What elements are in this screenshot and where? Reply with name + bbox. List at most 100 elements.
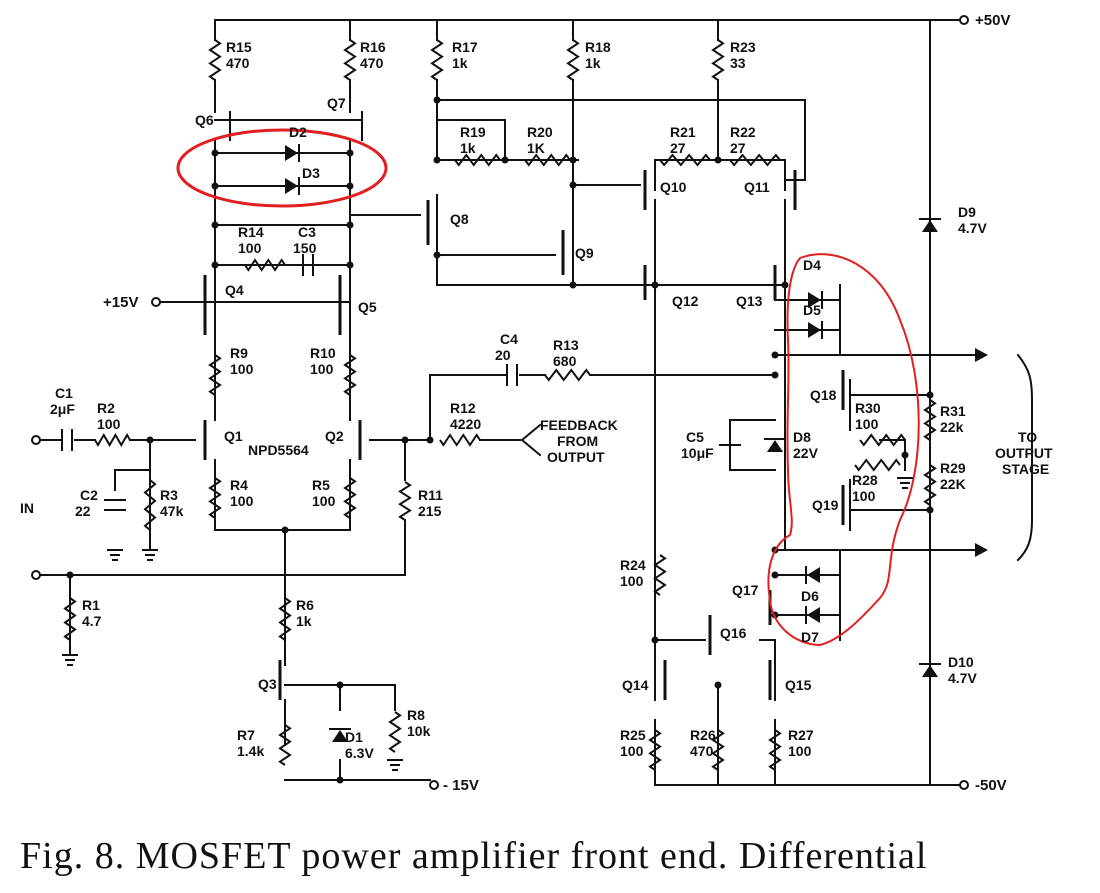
resistor-r13 bbox=[544, 368, 591, 382]
resistor-value-r12: 4220 bbox=[450, 416, 481, 432]
resistor-value-r18: 1k bbox=[585, 55, 601, 71]
diode-ref-d8: D8 bbox=[793, 429, 811, 445]
resistor-ref-r8: R8 bbox=[407, 707, 425, 723]
junction-dot bbox=[433, 251, 441, 259]
npd-label: NPD5564 bbox=[248, 442, 309, 458]
resistor-ref-r29: R29 bbox=[940, 460, 966, 476]
capacitor-value-c1: 2μF bbox=[50, 401, 75, 417]
resistor-ref-r14: R14 bbox=[238, 224, 264, 240]
resistor-value-r24: 100 bbox=[620, 573, 644, 589]
junction-dot bbox=[569, 181, 577, 189]
resistor-value-r7: 1.4k bbox=[237, 743, 264, 759]
junction-dot bbox=[66, 571, 74, 579]
resistor-ref-r11: R11 bbox=[418, 487, 443, 503]
resistor-r29 bbox=[923, 464, 937, 506]
diode-ref-d3: D3 bbox=[302, 165, 320, 181]
transistor-q6: Q6 bbox=[195, 112, 214, 128]
junction-dot bbox=[651, 636, 659, 644]
resistor-r17 bbox=[430, 39, 444, 81]
rail-pos-label: +50V bbox=[975, 12, 1010, 29]
junction-dot bbox=[401, 436, 409, 444]
resistor-r7 bbox=[278, 724, 292, 766]
feedback-label-1: FEEDBACK bbox=[540, 417, 618, 433]
rail-neg-label: -50V bbox=[975, 777, 1007, 794]
transistor-q2: Q2 bbox=[325, 428, 344, 444]
resistor-ref-r31: R31 bbox=[940, 403, 966, 419]
capacitor-value-c4: 20 bbox=[495, 347, 511, 363]
resistor-r6 bbox=[278, 597, 292, 641]
resistor-r20 bbox=[524, 153, 571, 167]
capacitor-ref-c5: C5 bbox=[686, 429, 704, 445]
resistor-value-r10: 100 bbox=[310, 361, 334, 377]
transistor-q16: Q16 bbox=[720, 625, 747, 641]
resistor-value-r1: 4.7 bbox=[82, 613, 102, 629]
transistor-q9: Q9 bbox=[575, 245, 594, 261]
resistor-value-r31: 22k bbox=[940, 419, 964, 435]
resistor-value-r5: 100 bbox=[312, 493, 336, 509]
resistor-r21 bbox=[659, 153, 711, 167]
resistor-value-r19: 1k bbox=[460, 140, 476, 156]
resistor-r23 bbox=[711, 39, 725, 81]
junction-dot bbox=[426, 436, 434, 444]
resistor-r30 bbox=[859, 433, 906, 447]
resistor-value-r3: 47k bbox=[160, 503, 184, 519]
resistor-ref-r6: R6 bbox=[296, 597, 314, 613]
junction-dot bbox=[714, 156, 722, 164]
resistor-value-r11: 215 bbox=[418, 503, 442, 519]
resistor-value-r8: 10k bbox=[407, 723, 431, 739]
resistor-value-r23: 33 bbox=[730, 55, 746, 71]
junction-dot bbox=[433, 96, 441, 104]
part-labels: R15470R16470R171kR181kR2333R191kR201KR21… bbox=[50, 39, 987, 761]
junction-dot bbox=[714, 681, 722, 689]
rail-p15-label: +15V bbox=[103, 294, 138, 311]
resistor-value-r2: 100 bbox=[97, 416, 121, 432]
junction-dot bbox=[211, 182, 219, 190]
diode-value-d8: 22V bbox=[793, 445, 819, 461]
resistor-r26 bbox=[711, 729, 725, 771]
transistor-q19: Q19 bbox=[812, 497, 839, 513]
resistor-r19 bbox=[454, 153, 501, 167]
resistor-r27 bbox=[768, 729, 782, 771]
highlight-d2-d3 bbox=[176, 128, 388, 208]
resistor-value-r20: 1K bbox=[527, 140, 545, 156]
junction-dot bbox=[901, 451, 909, 459]
resistor-r28 bbox=[854, 458, 901, 472]
resistor-ref-r7: R7 bbox=[237, 727, 255, 743]
output-arrow-top bbox=[975, 348, 988, 362]
junction-dot bbox=[771, 571, 779, 579]
diode-ref-d5: D5 bbox=[803, 302, 821, 318]
rail-n15-label: - 15V bbox=[443, 777, 479, 794]
amplifier-schematic: +50V -50V +15V - 15V IN NPD5564 FEEDBACK… bbox=[20, 12, 1053, 794]
resistor-ref-r9: R9 bbox=[230, 345, 248, 361]
diode-ref-d10: D10 bbox=[948, 654, 974, 670]
resistor-ref-r5: R5 bbox=[312, 477, 330, 493]
output-arrow-bottom bbox=[975, 543, 988, 557]
resistor-value-r29: 22K bbox=[940, 476, 966, 492]
resistor-value-r9: 100 bbox=[230, 361, 254, 377]
transistor-q4: Q4 bbox=[225, 282, 244, 298]
highlight-output-diodes bbox=[767, 253, 920, 647]
resistor-ref-r22: R22 bbox=[730, 124, 756, 140]
feedback-arrow bbox=[520, 423, 542, 457]
resistor-r10 bbox=[343, 354, 357, 396]
junction-dot bbox=[346, 149, 354, 157]
resistor-r16 bbox=[343, 39, 357, 81]
diode-ref-d6: D6 bbox=[801, 588, 819, 604]
resistor-ref-r27: R27 bbox=[788, 727, 814, 743]
resistor-r31 bbox=[923, 399, 937, 441]
capacitor-ref-c1: C1 bbox=[55, 385, 73, 401]
resistor-r4 bbox=[208, 477, 222, 519]
resistor-ref-r16: R16 bbox=[360, 39, 386, 55]
diode-symbols bbox=[285, 144, 941, 742]
resistor-r3 bbox=[143, 479, 157, 531]
junction-dot bbox=[771, 351, 779, 359]
diode-value-d9: 4.7V bbox=[958, 220, 987, 236]
resistor-r24 bbox=[653, 554, 667, 596]
diode-ref-d2: D2 bbox=[289, 124, 307, 140]
transistor-q3: Q3 bbox=[258, 676, 277, 692]
resistor-value-r16: 470 bbox=[360, 55, 384, 71]
junction-dot bbox=[336, 681, 344, 689]
resistor-r25 bbox=[648, 729, 662, 771]
resistor-r18 bbox=[566, 39, 580, 81]
junction-dot bbox=[651, 281, 659, 289]
